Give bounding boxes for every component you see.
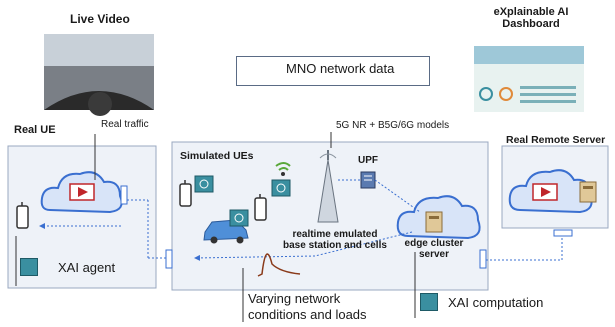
edge-server-icon [425,211,443,233]
base-station-line1: realtime emulated [292,229,378,240]
port-connector [553,229,573,237]
port-connector [479,249,487,269]
ai-brain-icon [20,258,38,276]
live-video-title: Live Video [70,12,130,26]
xai-agent-label: XAI agent [58,260,116,275]
dashboard-title-line1: eXplainable AI [493,6,569,18]
simulated-title: Simulated UEs [180,150,254,162]
remote-title: Real Remote Server [506,134,606,146]
link-line [194,254,316,261]
upf-label: UPF [358,155,378,166]
mno-box [236,56,430,86]
edge-line2: server [418,249,450,260]
base-station-icon [317,150,339,223]
real-phone-icon [16,202,29,229]
conditions-line1: Varying network [248,291,341,306]
port-connector [165,249,173,269]
remote-server-icon [579,181,597,203]
ai-brain-icon [229,209,249,227]
dashboard-thumbnail [474,46,584,112]
mno-label: MNO network data [286,61,395,76]
link-line [374,179,421,213]
live-video-thumbnail [44,34,154,116]
port-connector [120,185,128,205]
ai-brain-icon [194,175,214,193]
base-station-label: realtime emulated base station and cells [283,229,387,251]
real-traffic-label: Real traffic [101,119,149,130]
ai-brain-icon [271,179,291,197]
link-line [314,231,413,257]
dashboard-title-line2: Dashboard [502,18,560,30]
models-label: 5G NR + B5G/6G models [336,120,450,131]
signal-icon [275,162,291,176]
play-icon [69,183,95,201]
edge-label: edge cluster server [402,238,466,260]
upf-icon [360,171,376,189]
load-curve [257,253,301,277]
sim-phone-icon [254,194,267,221]
base-station-line2: base station and cells [283,240,387,251]
real-ue-title: Real UE [14,124,56,136]
play-icon [532,183,558,201]
conditions-line2: conditions and loads [248,307,367,322]
dashboard-title: eXplainable AI Dashboard [481,6,581,30]
sim-phone-icon [179,180,192,207]
xai-computation-label: XAI computation [448,295,544,310]
conditions-label: Varying network conditions and loads [248,291,367,323]
ai-brain-icon [420,293,438,311]
edge-line1: edge cluster [404,238,464,249]
